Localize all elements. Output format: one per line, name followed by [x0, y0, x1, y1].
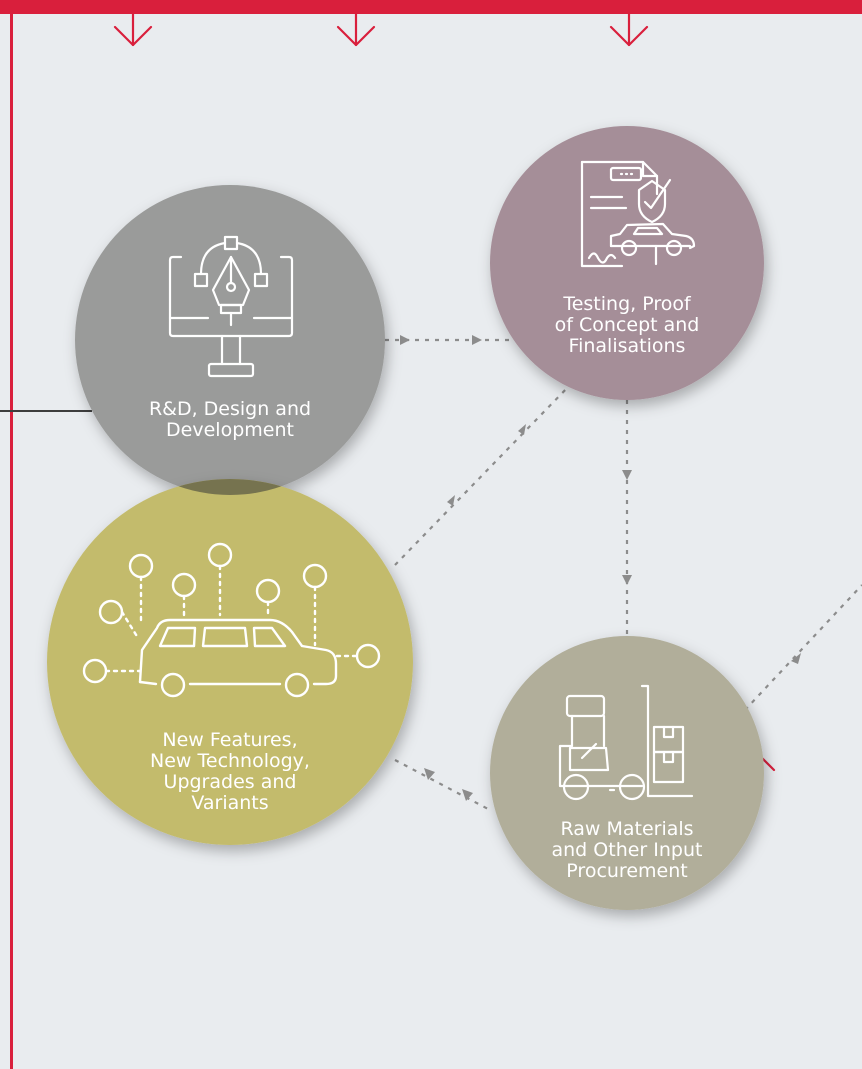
- document-shield-car-icon: [580, 160, 696, 268]
- label-line: Finalisations: [568, 335, 686, 357]
- connector-features-to-raw: [394, 759, 491, 811]
- label-line: Procurement: [566, 860, 688, 882]
- connected-car-icon: [82, 542, 381, 698]
- arrowhead: [424, 768, 435, 780]
- arrowhead: [518, 424, 526, 435]
- label-line: New Features,: [162, 729, 298, 751]
- raw-label: Raw Materials and Other Input Procuremen…: [512, 819, 742, 882]
- testing-label: Testing, Proof of Concept and Finalisati…: [512, 294, 742, 357]
- testing-circle: [490, 126, 764, 400]
- monitor-pen-tool-icon: [168, 235, 294, 378]
- arrowhead: [472, 335, 482, 345]
- arrowhead: [622, 575, 632, 585]
- label-line: New Technology,: [150, 750, 310, 772]
- arrow-down-icon: [336, 12, 376, 47]
- arrowhead: [447, 495, 455, 506]
- arrowhead: [791, 653, 801, 664]
- label-line: Testing, Proof: [563, 293, 691, 315]
- label-line: Variants: [191, 792, 269, 814]
- arrow-down-icon: [609, 12, 649, 47]
- label-line: R&D, Design and: [148, 398, 312, 420]
- arrow-down-icon: [113, 12, 153, 47]
- label-line: and Other Input: [551, 839, 703, 861]
- arrowhead: [462, 789, 473, 801]
- rd-circle: [75, 185, 385, 495]
- arrowhead: [400, 335, 410, 345]
- label-line: Raw Materials: [560, 818, 694, 840]
- label-line: of Concept and: [554, 314, 700, 336]
- label-line: Development: [166, 419, 294, 441]
- rd-label: R&D, Design and Development: [115, 399, 345, 441]
- arrowhead: [622, 470, 632, 480]
- forklift-boxes-icon: [558, 684, 694, 801]
- features-circle: [47, 479, 413, 845]
- raw-circle: [490, 636, 764, 910]
- left-red-line: [10, 14, 13, 1069]
- connector-features-to-testing: [394, 384, 571, 566]
- connector-raw-to-next: [744, 584, 862, 711]
- label-line: Upgrades and: [163, 771, 297, 793]
- features-label: New Features, New Technology, Upgrades a…: [115, 730, 345, 814]
- top-red-bar: [0, 0, 862, 14]
